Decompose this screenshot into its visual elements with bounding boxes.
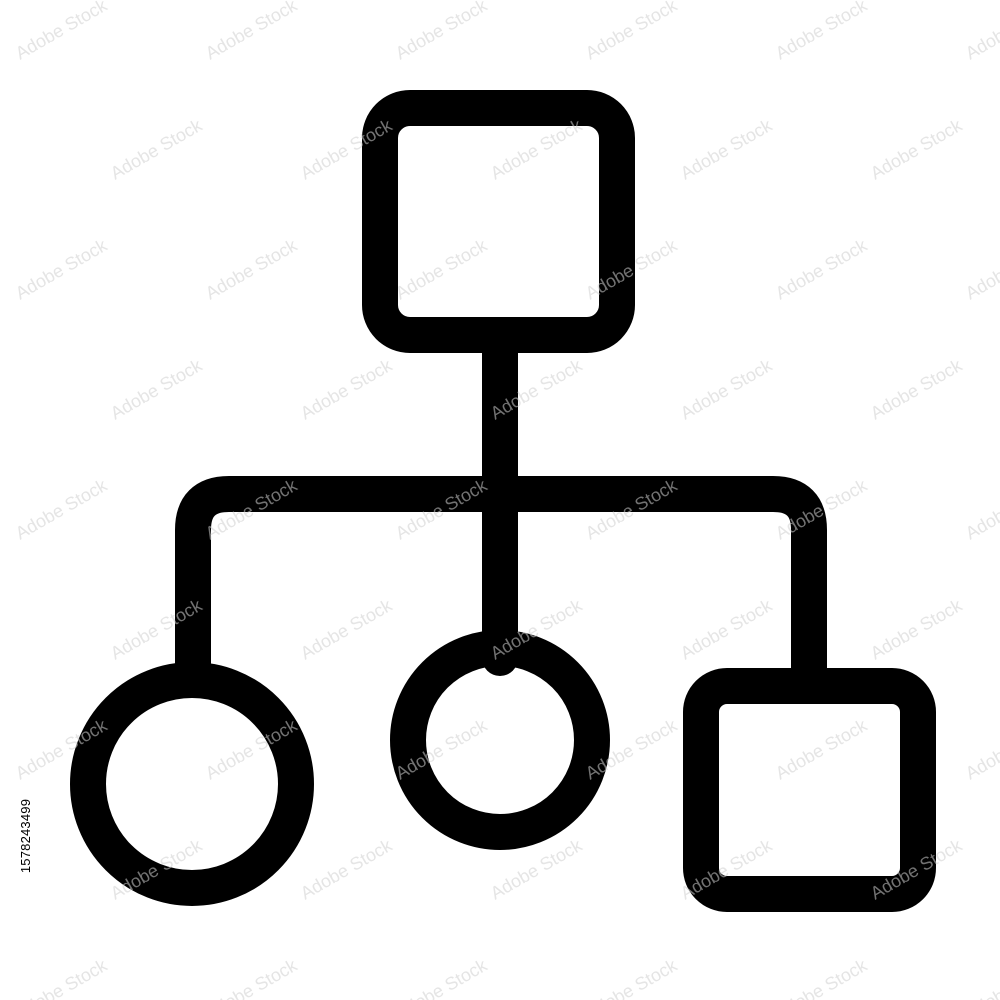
stock-id-label: 1578243499 [18, 798, 33, 874]
root-node [362, 90, 635, 353]
left-child-node [70, 662, 314, 906]
right-child-node [683, 668, 936, 912]
middle-child-node [390, 630, 610, 850]
branch-connector [175, 476, 827, 686]
